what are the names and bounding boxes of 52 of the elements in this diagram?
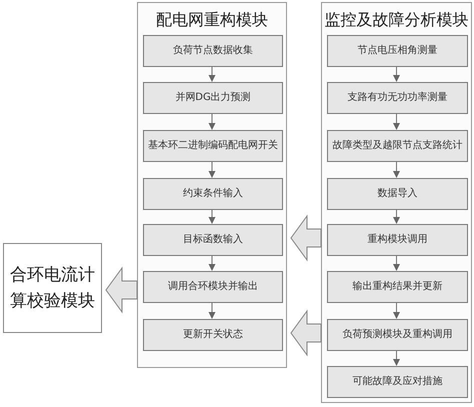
block-arrow bbox=[290, 309, 322, 357]
process-box bbox=[143, 82, 283, 114]
process-box bbox=[327, 82, 468, 114]
box-label: 调用合环模块并输出 bbox=[168, 281, 258, 293]
module-box bbox=[3, 243, 102, 333]
arrow bbox=[393, 302, 400, 319]
arrow bbox=[393, 350, 400, 366]
arrow bbox=[208, 112, 216, 130]
arrow bbox=[393, 254, 400, 271]
process-box bbox=[143, 271, 283, 303]
process-box bbox=[327, 130, 468, 162]
process-box bbox=[327, 224, 468, 256]
process-box bbox=[327, 271, 468, 303]
box-label: 目标函数输入 bbox=[183, 234, 243, 246]
block-arrow bbox=[105, 266, 138, 314]
process-box bbox=[143, 178, 283, 210]
arrow bbox=[208, 208, 216, 224]
arrow bbox=[208, 66, 216, 82]
module-panel bbox=[137, 2, 287, 368]
process-box bbox=[327, 319, 468, 351]
process-box bbox=[327, 178, 468, 210]
arrow bbox=[208, 302, 216, 319]
block-arrow bbox=[290, 214, 322, 262]
box-label: 并网DG出力预测 bbox=[175, 92, 251, 104]
arrow bbox=[393, 66, 400, 82]
box-label: 故障类型及越限节点支路统计 bbox=[332, 140, 462, 152]
process-box bbox=[327, 35, 468, 67]
box-label: 支路有功无功功率测量 bbox=[348, 92, 448, 104]
box-label: 基本环二进制编码配电网开关 bbox=[148, 140, 278, 152]
process-box bbox=[143, 35, 283, 67]
process-box bbox=[143, 319, 283, 351]
arrow bbox=[393, 112, 400, 130]
panel-title: 监控及故障分析模块 bbox=[324, 9, 470, 31]
box-label: 输出重构结果并更新 bbox=[352, 281, 442, 293]
module-panel bbox=[321, 2, 472, 403]
process-box bbox=[143, 130, 283, 162]
box-label: 负荷预测模块及重构调用 bbox=[342, 329, 452, 341]
box-label: 节点电压相角测量 bbox=[358, 45, 438, 57]
arrow bbox=[393, 160, 400, 178]
box-label: 合环电流计算校验模块 bbox=[9, 264, 96, 313]
box-label: 可能故障及应对措施 bbox=[352, 376, 442, 388]
box-label: 数据导入 bbox=[378, 188, 418, 200]
box-label: 更新开关状态 bbox=[183, 329, 243, 341]
box-label: 负荷节点数据收集 bbox=[173, 45, 253, 57]
panel-title: 配电网重构模块 bbox=[155, 9, 269, 31]
process-box bbox=[143, 224, 283, 256]
box-label: 约束条件输入 bbox=[183, 188, 243, 200]
process-box bbox=[327, 366, 468, 398]
arrow bbox=[208, 160, 216, 178]
arrow bbox=[208, 254, 216, 271]
arrow bbox=[393, 208, 400, 224]
box-label: 重构模块调用 bbox=[368, 234, 428, 246]
